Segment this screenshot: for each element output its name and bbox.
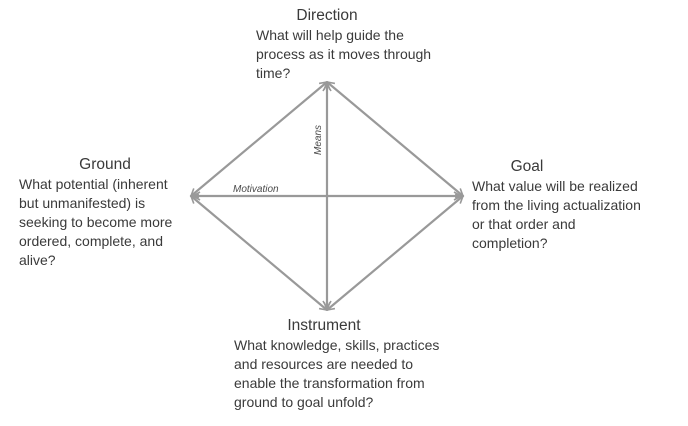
instrument-description: What knowledge, skills, practices and re… xyxy=(234,337,440,410)
goal-node: Goal What value will be realized from th… xyxy=(472,157,672,253)
ground-title: Ground xyxy=(79,156,131,173)
edge-direction-goal xyxy=(325,80,465,198)
edge-goal-instrument xyxy=(325,194,465,312)
direction-description: What will help guide the process as it m… xyxy=(256,27,432,81)
instrument-node: Instrument What knowledge, skills, pract… xyxy=(234,316,464,412)
direction-title: Direction xyxy=(296,7,358,24)
edge-direction-ground xyxy=(189,80,329,198)
edge-ground-instrument xyxy=(189,194,329,312)
goal-description: What value will be realized from the liv… xyxy=(472,178,641,251)
ground-description: What potential (inherent but unmanifeste… xyxy=(19,176,173,268)
ground-node: Ground What potential (inherent but unma… xyxy=(19,155,194,270)
direction-node: Direction What will help guide the proce… xyxy=(256,6,456,83)
means-label: Means xyxy=(313,125,324,155)
instrument-title: Instrument xyxy=(287,317,361,334)
motivation-label: Motivation xyxy=(233,184,279,195)
goal-title: Goal xyxy=(510,158,544,175)
